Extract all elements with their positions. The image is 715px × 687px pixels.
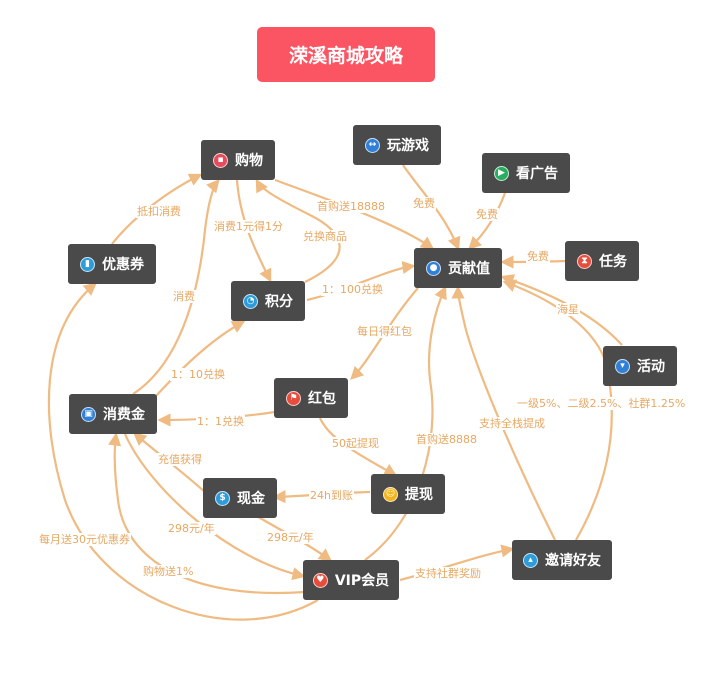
label-consume-vip: 298元/年 (167, 522, 216, 535)
node-label: 活动 (637, 359, 665, 375)
edge-vip-consume (108, 432, 306, 595)
label-consume-points: 1：10兑换 (170, 368, 226, 381)
node-game: ↔ 玩游戏 (353, 125, 441, 165)
edge-consume-vip (123, 433, 306, 581)
shopping-bag-icon: ▪ (213, 152, 228, 168)
play-icon: ▶ (494, 165, 509, 181)
node-cash: $ 现金 (203, 478, 277, 518)
label-shopping-contribution: 首购送18888 (316, 200, 386, 213)
node-consume-gold: ▣ 消费金 (69, 394, 157, 434)
node-label: VIP会员 (334, 573, 390, 589)
node-invite: ▴ 邀请好友 (512, 540, 612, 580)
node-points: ◔ 积分 (231, 281, 305, 321)
flag-icon: ⚑ (286, 390, 301, 406)
node-label: 看广告 (516, 166, 558, 182)
node-contribution: ● 贡献值 (414, 248, 502, 288)
label-vip-contribution: 首购送8888 (415, 433, 478, 446)
edge-vip-coupon (47, 282, 319, 621)
pie-icon: ◔ (243, 293, 258, 309)
edge-points-contribution (306, 260, 416, 302)
node-label: 提现 (405, 487, 433, 503)
label-event-contribution: 海星 (556, 303, 580, 316)
hourglass-icon: ⧗ (577, 253, 592, 269)
label-game-contribution: 免费 (412, 197, 436, 210)
node-label: 邀请好友 (545, 553, 601, 569)
node-shopping: ▪ 购物 (201, 140, 275, 180)
node-label: 消费金 (103, 407, 145, 423)
edge-coupon-shopping (111, 173, 203, 245)
node-label: 积分 (265, 294, 293, 310)
edge-consume-points (154, 320, 246, 398)
label-shopping-points: 消费1元得1分 (213, 220, 284, 233)
label-vip-invite: 支持社群奖励 (414, 567, 482, 580)
edge-consume-shopping (132, 178, 220, 395)
label-contribution-redpacket: 每日得红包 (356, 325, 413, 338)
page-title: 溁溪商城攻略 (257, 27, 435, 82)
node-label: 贡献值 (448, 261, 490, 277)
label-cash-consume: 充值获得 (157, 453, 203, 466)
gamepad-icon: ↔ (365, 137, 380, 153)
label-task-contribution: 免费 (526, 250, 550, 263)
node-label: 任务 (599, 254, 627, 270)
label-points-shopping: 兑换商品 (302, 230, 348, 243)
edge-vip-contribution (364, 285, 447, 561)
edge-shopping-contribution (274, 178, 435, 250)
edge-contribution-redpacket (350, 287, 419, 380)
smile-icon: ☺ (383, 486, 398, 502)
node-ads: ▶ 看广告 (482, 153, 570, 193)
node-vip: ♥ VIP会员 (303, 560, 399, 600)
node-label: 玩游戏 (387, 138, 429, 154)
cart-icon: ▣ (81, 406, 96, 422)
label-consume-shopping: 消费 (172, 290, 196, 303)
label-invite-contribution-levels: 一级5%、二级2.5%、社群1.25% (516, 397, 687, 410)
dollar-icon: $ (215, 490, 230, 506)
trophy-icon: ▾ (615, 358, 630, 374)
edge-invite-contribution-full (451, 285, 556, 541)
node-label: 现金 (237, 491, 265, 507)
label-invite-contribution-full: 支持全栈提成 (478, 417, 546, 430)
label-withdraw-cash: 24h到账 (309, 489, 354, 502)
chart-icon: ▮ (80, 256, 95, 272)
label-redpacket-consume: 1：1兑换 (196, 415, 245, 428)
label-points-contribution: 1：100兑换 (321, 283, 384, 296)
edge-points-shopping (255, 178, 341, 283)
label-vip-coupon: 每月送30元优惠券 (38, 533, 131, 546)
node-label: 购物 (235, 153, 263, 169)
node-event: ▾ 活动 (603, 346, 677, 386)
node-label: 优惠券 (102, 257, 144, 273)
node-redpacket: ⚑ 红包 (274, 378, 348, 418)
label-ads-contribution: 免费 (475, 208, 499, 221)
edge-ads-contribution (468, 192, 507, 250)
node-withdraw: ☺ 提现 (371, 474, 445, 514)
label-vip-consume: 购物送1% (142, 565, 195, 578)
label-redpacket-withdraw: 50起提现 (331, 437, 380, 450)
user-icon: ▴ (523, 552, 538, 568)
edge-shopping-points (235, 179, 272, 283)
heart-icon: ♥ (312, 572, 328, 588)
edge-vip-invite (399, 544, 515, 582)
label-cash-vip: 298元/年 (266, 531, 315, 544)
node-coupon: ▮ 优惠券 (68, 244, 156, 284)
node-task: ⧗ 任务 (565, 241, 639, 281)
medal-icon: ● (426, 260, 441, 276)
label-coupon-shopping: 抵扣消费 (136, 205, 182, 218)
node-label: 红包 (308, 391, 336, 407)
